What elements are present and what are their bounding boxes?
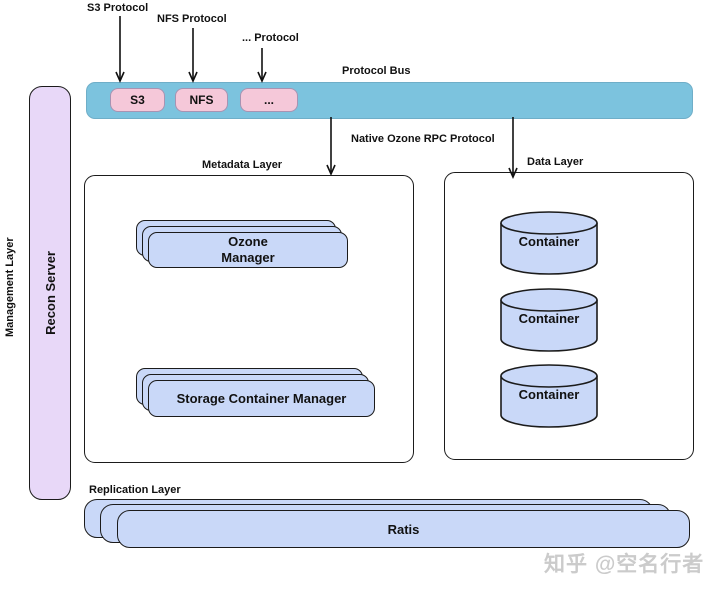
other-protocol-chip: ... bbox=[240, 88, 298, 112]
zhihu-watermark: 知乎 @空名行者 bbox=[544, 553, 705, 576]
container-label: Container bbox=[518, 311, 580, 326]
container-label: Container bbox=[518, 387, 580, 402]
cylinder-shape bbox=[500, 288, 598, 352]
container-cylinder: Container bbox=[500, 288, 598, 352]
protocol-bus-label: Protocol Bus bbox=[342, 65, 411, 77]
ratis-box: Ratis bbox=[117, 510, 690, 548]
arrow-s3-protocol bbox=[115, 16, 125, 83]
recon-server-box: Recon Server bbox=[29, 86, 71, 500]
storage-container-manager-box: Storage Container Manager bbox=[148, 380, 375, 417]
arrow-nfs-protocol bbox=[188, 28, 198, 83]
container-cylinder: Container bbox=[500, 364, 598, 428]
arrow-rpc-to-data bbox=[508, 117, 518, 179]
ozone-manager-box: Ozone Manager bbox=[148, 232, 348, 268]
nfs-chip: NFS bbox=[175, 88, 228, 112]
container-cylinder: Container bbox=[500, 211, 598, 275]
cylinder-shape bbox=[500, 364, 598, 428]
other-protocol-label: ... Protocol bbox=[242, 32, 299, 44]
arrow-dots-protocol bbox=[257, 48, 267, 83]
replication-layer-label: Replication Layer bbox=[89, 484, 181, 496]
cylinder-shape bbox=[500, 211, 598, 275]
management-layer-label: Management Layer bbox=[4, 237, 16, 337]
container-label: Container bbox=[518, 234, 580, 249]
data-layer-label: Data Layer bbox=[527, 156, 584, 168]
metadata-layer-box bbox=[84, 175, 414, 463]
recon-server-label: Recon Server bbox=[42, 251, 58, 335]
metadata-layer-label: Metadata Layer bbox=[202, 159, 283, 171]
nfs-protocol-label: NFS Protocol bbox=[157, 13, 227, 25]
s3-chip: S3 bbox=[110, 88, 165, 112]
s3-protocol-label: S3 Protocol bbox=[87, 2, 149, 14]
arrow-rpc-to-metadata bbox=[326, 117, 336, 176]
native-rpc-label: Native Ozone RPC Protocol bbox=[351, 133, 495, 145]
